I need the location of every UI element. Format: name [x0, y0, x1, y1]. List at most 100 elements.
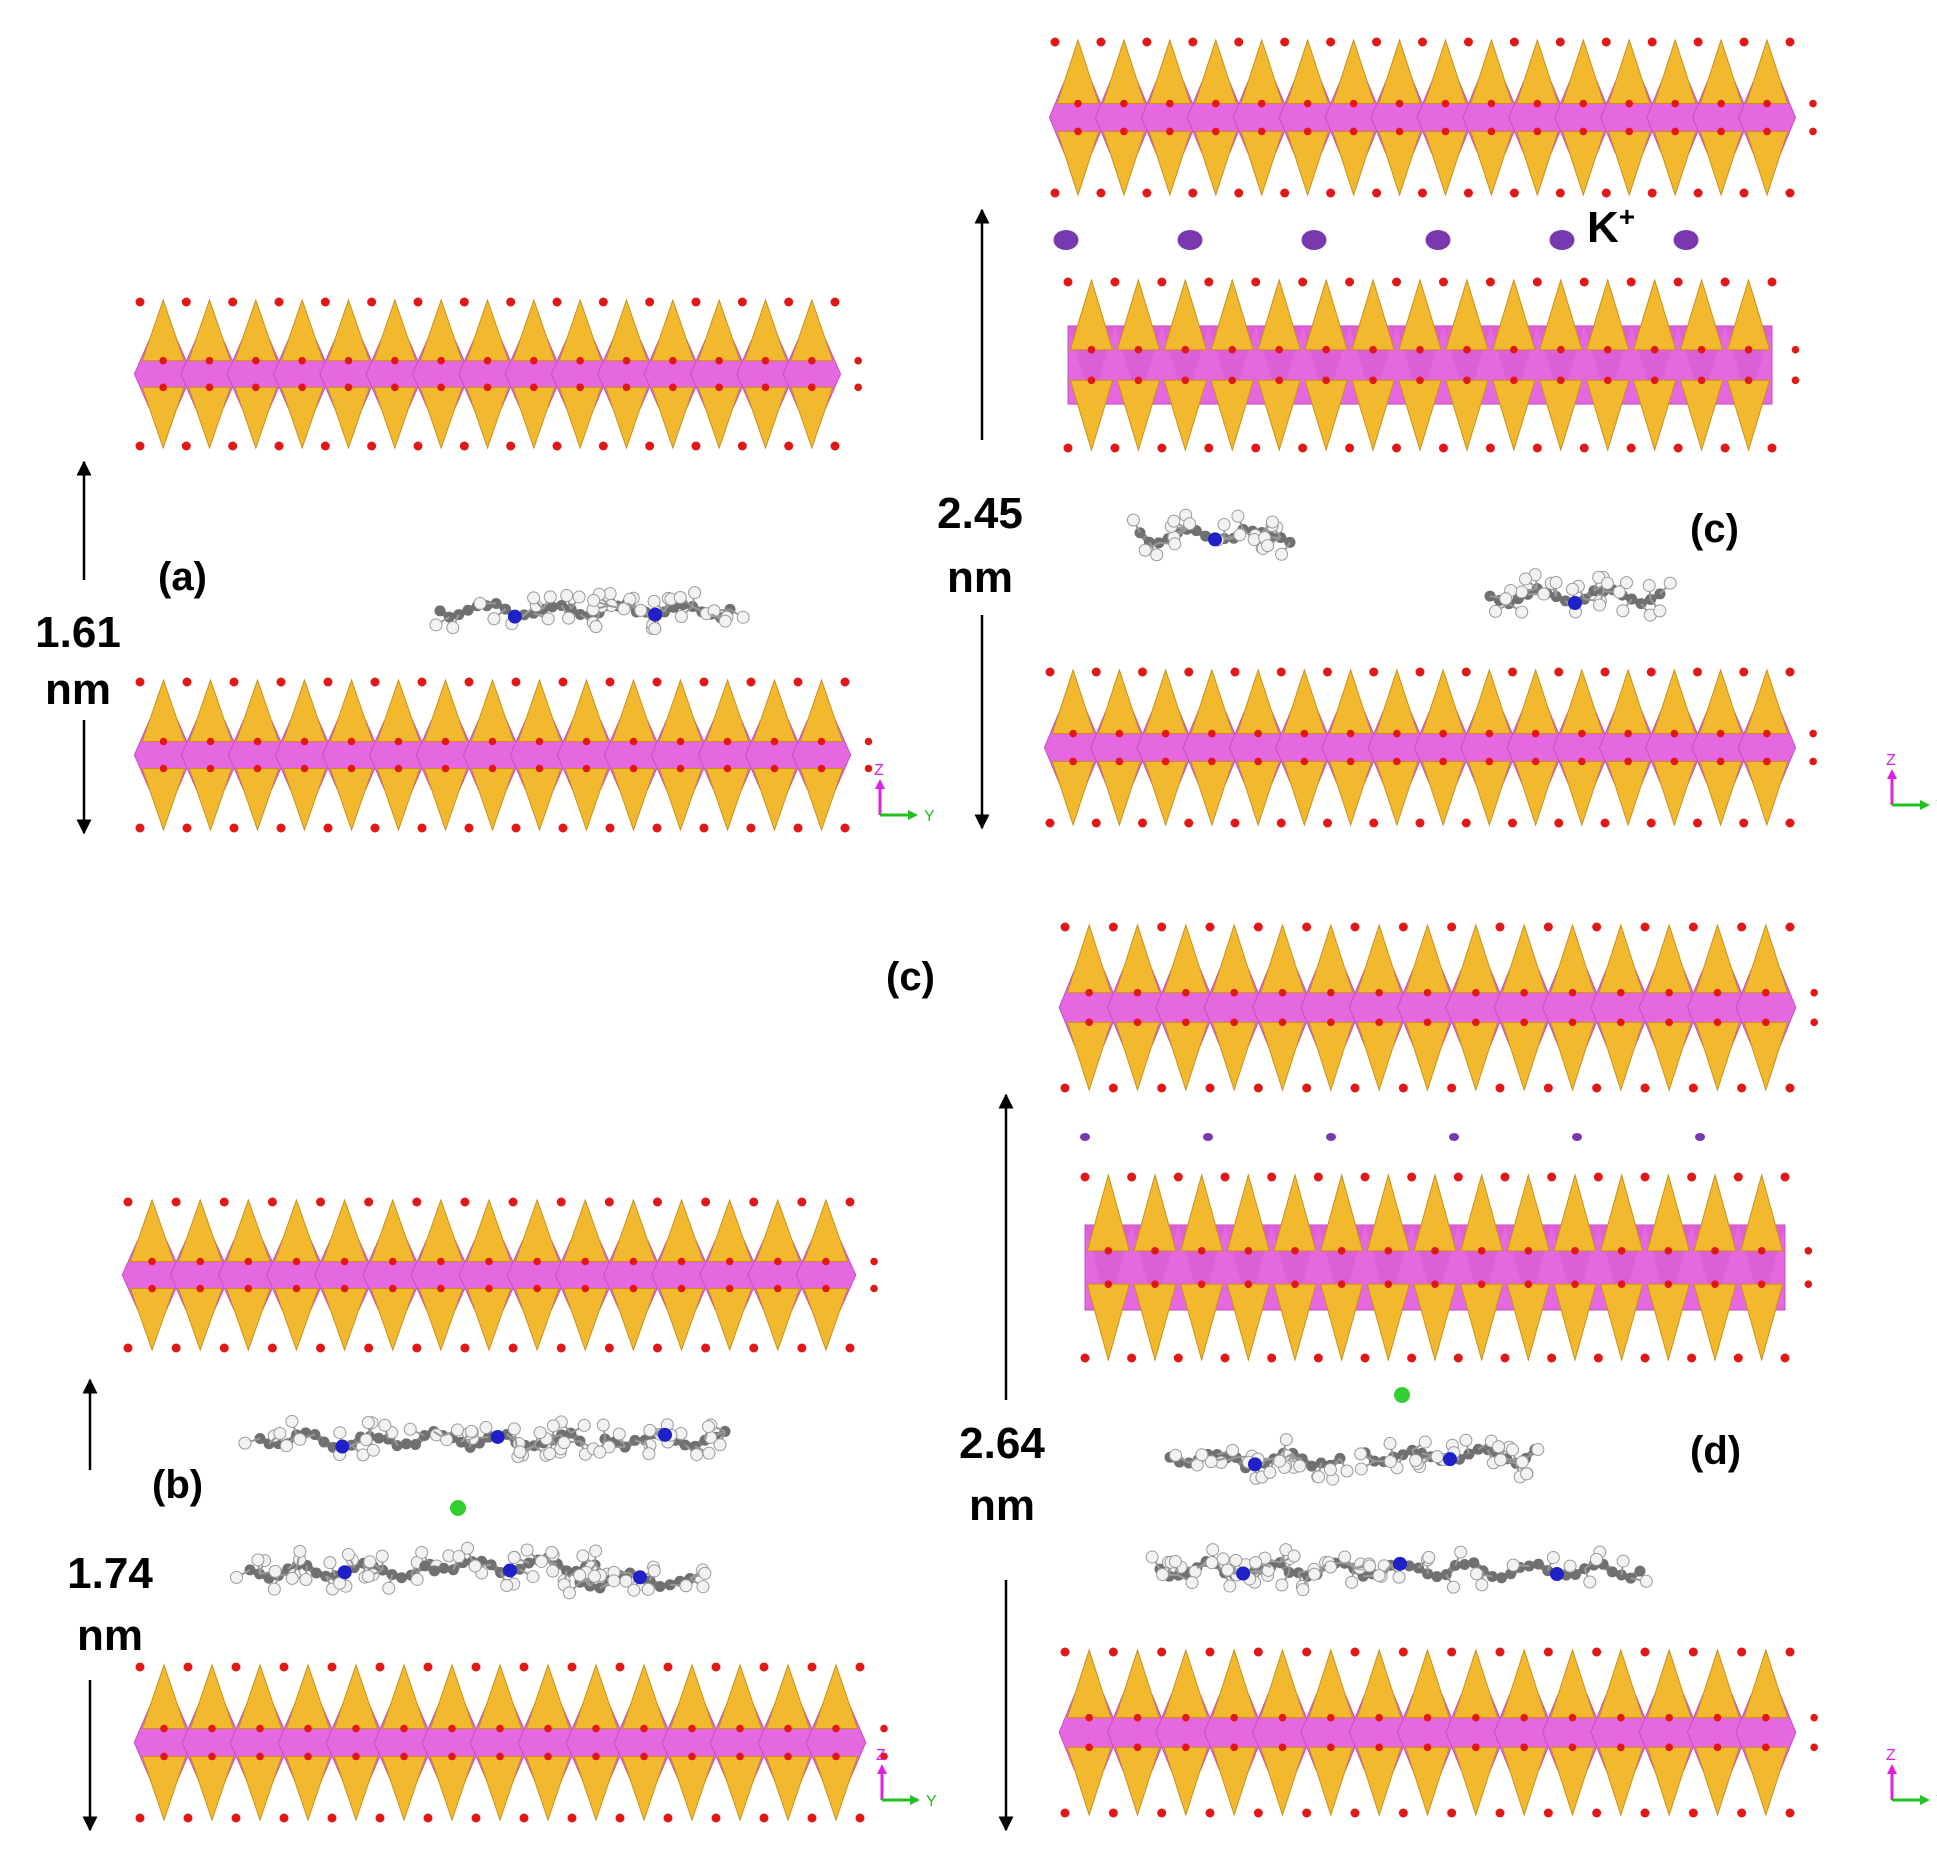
- oxygen-atom: [1524, 1247, 1533, 1255]
- hydrogen-atom: [1263, 1465, 1277, 1479]
- oxygen-atom: [159, 383, 167, 392]
- oxygen-atom: [1804, 1280, 1813, 1288]
- carbon-atom: [438, 1562, 450, 1574]
- oxygen-atom: [533, 1257, 541, 1266]
- tetrahedron: [1445, 278, 1489, 351]
- hydrogen-atom: [450, 1423, 464, 1437]
- oxygen-atom: [1060, 1647, 1070, 1657]
- tetrahedron: [1163, 1648, 1209, 1719]
- tetrahedron: [717, 1755, 763, 1822]
- top-right-cation-2: [1484, 568, 1677, 622]
- oxygen-atom: [1138, 818, 1147, 828]
- nitrogen-atom: [1208, 532, 1222, 547]
- nitrogen-atom: [1393, 1556, 1407, 1571]
- hydrogen-atom: [1324, 1560, 1338, 1574]
- hydrogen-atom: [1275, 1578, 1289, 1592]
- oxygen-atom: [316, 1197, 326, 1207]
- oxygen-atom: [1785, 37, 1795, 47]
- oxygen-atom: [1157, 443, 1167, 453]
- tetrahedron: [1646, 1648, 1692, 1719]
- oxygen-atom: [761, 383, 770, 392]
- oxygen-atom: [592, 1724, 600, 1733]
- oxygen-atom: [1346, 729, 1355, 738]
- tetrahedron: [1378, 130, 1421, 197]
- oxygen-atom: [870, 1257, 878, 1266]
- tetrahedron: [188, 768, 233, 832]
- top-right-cation-1: [1126, 508, 1296, 562]
- tetrahedron: [1398, 278, 1442, 351]
- oxygen-atom: [640, 1724, 648, 1733]
- tetrahedron: [1653, 38, 1697, 105]
- hydrogen-atom: [375, 1549, 389, 1563]
- hydrogen-atom: [507, 1422, 521, 1436]
- oxygen-atom: [1785, 188, 1795, 198]
- panel-d-cation-1: [1164, 1433, 1354, 1486]
- oxygen-atom: [1640, 922, 1650, 932]
- tetrahedron: [1351, 278, 1395, 351]
- oxygen-atom: [1045, 667, 1055, 677]
- tetrahedron: [1320, 1283, 1364, 1362]
- panel-d-cation-3: [1145, 1543, 1653, 1597]
- oxygen-atom: [530, 356, 538, 365]
- hydrogen-atom: [1620, 576, 1634, 590]
- oxygen-atom: [1230, 667, 1240, 677]
- tetrahedron: [1257, 278, 1301, 351]
- oxygen-atom: [1601, 188, 1611, 198]
- tetrahedron: [1286, 130, 1330, 197]
- tetrahedron: [1356, 1021, 1402, 1092]
- tetrahedron: [669, 1663, 715, 1730]
- tetrahedron: [1190, 668, 1234, 735]
- tetrahedron: [1069, 379, 1114, 452]
- oxygen-atom: [715, 383, 723, 392]
- oxygen-atom: [1182, 988, 1190, 997]
- hydrogen-atom: [1494, 1453, 1508, 1467]
- hydrogen-atom: [1392, 1570, 1406, 1584]
- oxygen-atom: [300, 737, 309, 746]
- oxygen-atom: [1134, 345, 1143, 354]
- oxygen-atom: [388, 1284, 397, 1293]
- oxygen-atom: [1369, 818, 1379, 828]
- hydrogen-atom: [1233, 528, 1247, 542]
- oxygen-atom: [1415, 818, 1425, 828]
- oxygen-atom: [148, 1257, 156, 1266]
- oxygen-atom: [1211, 99, 1220, 108]
- oxygen-atom: [375, 1813, 385, 1823]
- oxygen-atom: [320, 441, 330, 451]
- oxygen-atom: [1485, 757, 1494, 766]
- nitrogen-atom: [490, 1429, 505, 1444]
- tetrahedron: [558, 386, 602, 450]
- labels-layer: (a) 1.61 nm (c) 2.45 nm K+ (c) (b) 1.74 …: [35, 201, 1741, 1660]
- z-axis-head: [1887, 1764, 1897, 1774]
- carbon-atom: [1431, 1571, 1443, 1583]
- oxygen-atom: [817, 764, 826, 773]
- tetrahedron: [322, 1198, 367, 1262]
- hydrogen-atom: [1185, 1576, 1199, 1590]
- tetrahedron: [1501, 1746, 1547, 1817]
- tetrahedron: [333, 1755, 379, 1822]
- tetrahedron: [564, 678, 609, 742]
- oxygen-atom: [181, 297, 191, 307]
- hydrogen-atom: [1145, 1550, 1159, 1564]
- oxygen-atom: [1671, 127, 1679, 136]
- tetrahedron: [1726, 379, 1771, 452]
- oxygen-atom: [1739, 667, 1749, 677]
- oxygen-atom: [1069, 729, 1077, 738]
- oxygen-atom: [725, 1257, 734, 1266]
- tetrahedron: [1453, 1021, 1499, 1092]
- tetrahedron: [1679, 278, 1724, 351]
- tetrahedron: [1211, 1021, 1257, 1092]
- tetrahedron: [1240, 38, 1284, 105]
- oxygen-atom: [556, 1197, 566, 1207]
- tetrahedron: [1598, 1021, 1644, 1092]
- hydrogen-atom: [589, 1544, 603, 1558]
- oxygen-atom: [437, 1257, 445, 1266]
- oxygen-atom: [1096, 188, 1106, 198]
- tetrahedron: [1115, 1648, 1160, 1719]
- hydrogen-atom: [333, 1576, 347, 1590]
- tetrahedron: [1745, 38, 1789, 105]
- tetrahedron: [1606, 668, 1650, 735]
- oxygen-atom: [1104, 1280, 1113, 1288]
- oxygen-atom: [1251, 443, 1261, 453]
- tetrahedron: [1405, 923, 1450, 994]
- oxygen-atom: [1664, 1247, 1673, 1255]
